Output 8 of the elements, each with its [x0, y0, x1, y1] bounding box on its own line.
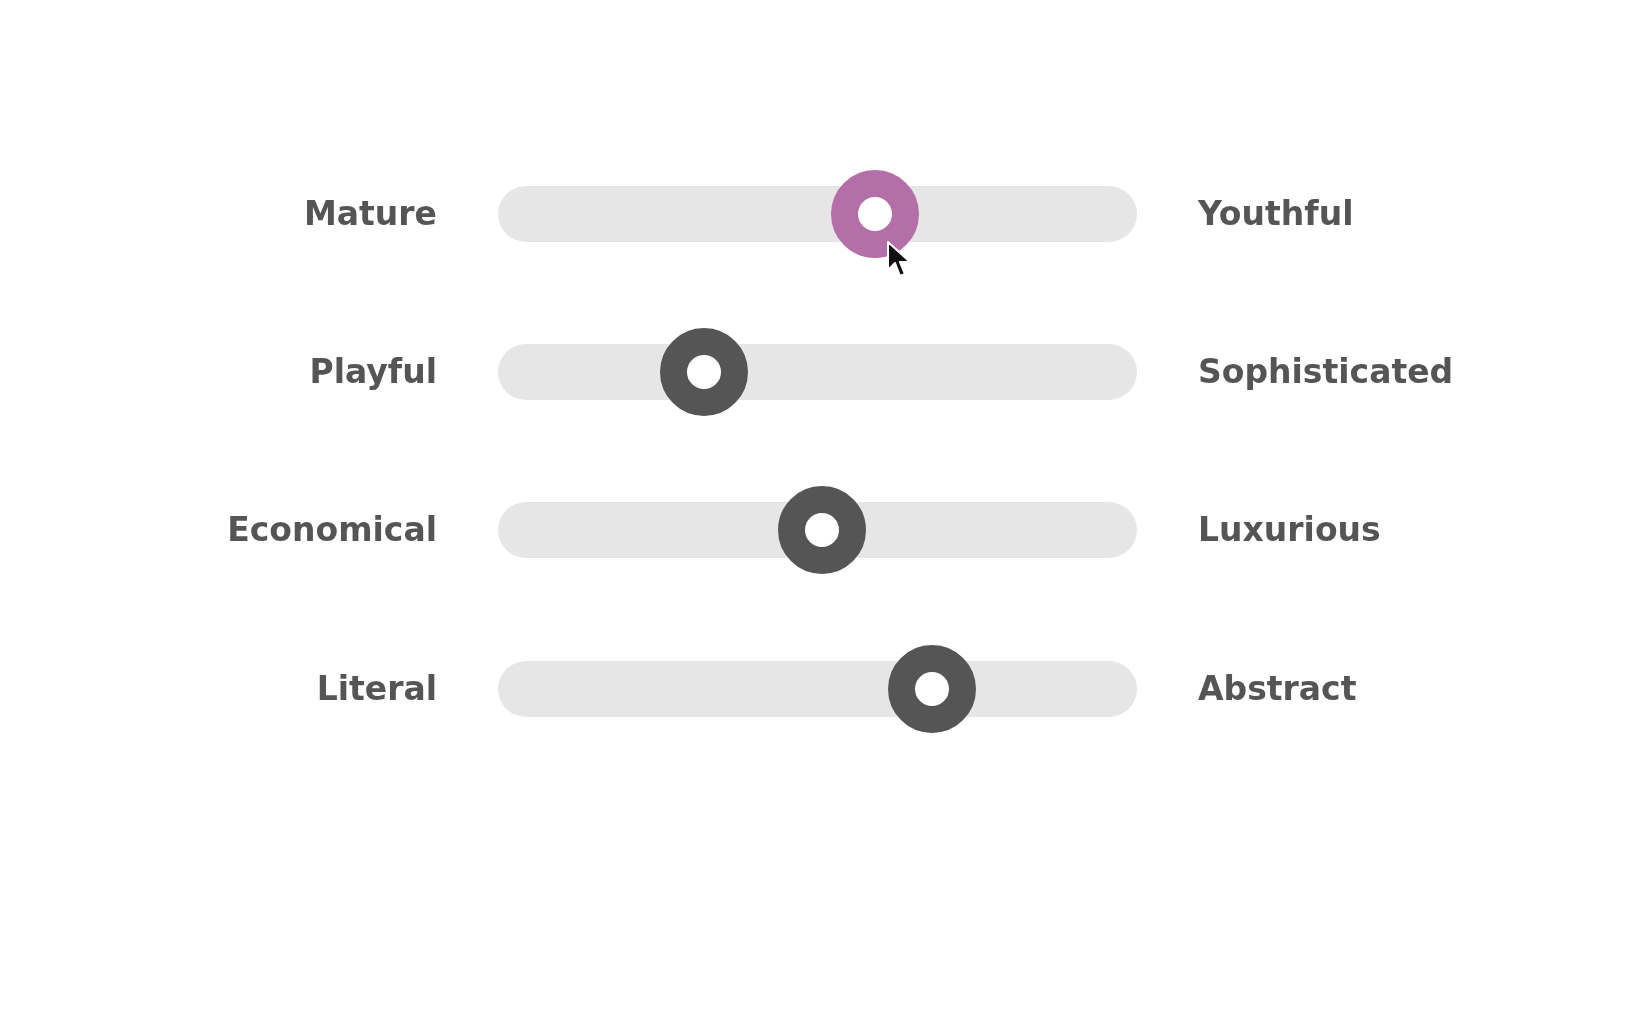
- scale-label: Playful: [309, 352, 437, 392]
- scale-label: Mature: [303, 194, 437, 234]
- scale-label: Economical: [227, 510, 437, 550]
- scale-label: Literal: [316, 669, 437, 709]
- scale-label: Abstract: [1198, 669, 1357, 709]
- scale-label: Youthful: [1198, 194, 1354, 234]
- scale-label: Sophisticated: [1198, 352, 1454, 392]
- scale-label: Luxurious: [1198, 510, 1381, 550]
